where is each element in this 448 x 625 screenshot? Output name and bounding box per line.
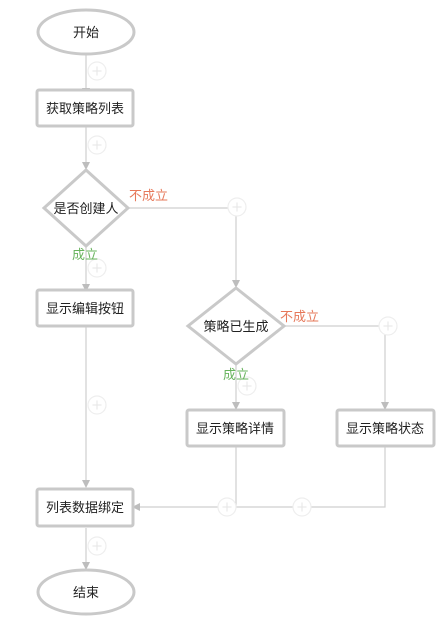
arrowhead (232, 280, 240, 288)
node-is-creator[interactable]: 是否创建人 (41, 167, 131, 249)
edge-is-creator-no-to-policy-generated (127, 207, 237, 282)
plus-circle-icon[interactable] (217, 497, 237, 517)
arrowhead (132, 503, 140, 511)
node-get-list-label: 获取策略列表 (46, 101, 124, 117)
edge-label-generated-no: 不成立 (280, 310, 319, 325)
node-show-status[interactable]: 显示策略状态 (335, 408, 436, 448)
node-start[interactable]: 开始 (36, 8, 136, 56)
arrowhead (82, 562, 90, 570)
node-policy-generated[interactable]: 策略已生成 (185, 286, 287, 366)
node-bind-list-label: 列表数据绑定 (46, 501, 124, 516)
plus-circle-icon[interactable] (87, 395, 107, 415)
edge-show-detail-to-bind-list (139, 446, 237, 508)
node-show-detail[interactable]: 显示策略详情 (185, 408, 286, 448)
node-show-detail-label: 显示策略详情 (196, 421, 274, 437)
plus-circle-icon[interactable] (292, 497, 312, 517)
node-policy-generated-label: 策略已生成 (203, 319, 268, 335)
node-bind-list[interactable]: 列表数据绑定 (35, 487, 135, 528)
plus-circle-icon[interactable] (227, 197, 247, 217)
edge-show-status-to-bind-list (236, 446, 386, 508)
edge-policy-generated-no-to-show-status (284, 325, 386, 402)
node-is-creator-label: 是否创建人 (53, 202, 118, 217)
arrowhead (232, 402, 240, 410)
node-start-label: 开始 (73, 26, 99, 41)
plus-circle-icon[interactable] (87, 61, 107, 81)
arrowhead (82, 162, 90, 170)
plus-circle-icon[interactable] (87, 135, 107, 155)
arrowhead (82, 480, 90, 488)
edge-label-creator-no: 不成立 (129, 189, 168, 204)
arrowhead (381, 402, 389, 410)
node-end-label: 结束 (73, 586, 99, 601)
plus-circle-icon[interactable] (87, 536, 107, 556)
node-get-list[interactable]: 获取策略列表 (35, 88, 135, 128)
node-show-edit-label: 显示编辑按钮 (46, 302, 124, 317)
arrowhead (82, 284, 90, 292)
node-end[interactable]: 结束 (36, 568, 136, 616)
edge-label-generated-yes: 成立 (223, 368, 249, 383)
plus-circle-icon[interactable] (378, 316, 398, 336)
node-show-status-label: 显示策略状态 (346, 421, 424, 437)
edge-label-creator-yes: 成立 (72, 248, 98, 263)
node-show-edit[interactable]: 显示编辑按钮 (35, 288, 135, 328)
